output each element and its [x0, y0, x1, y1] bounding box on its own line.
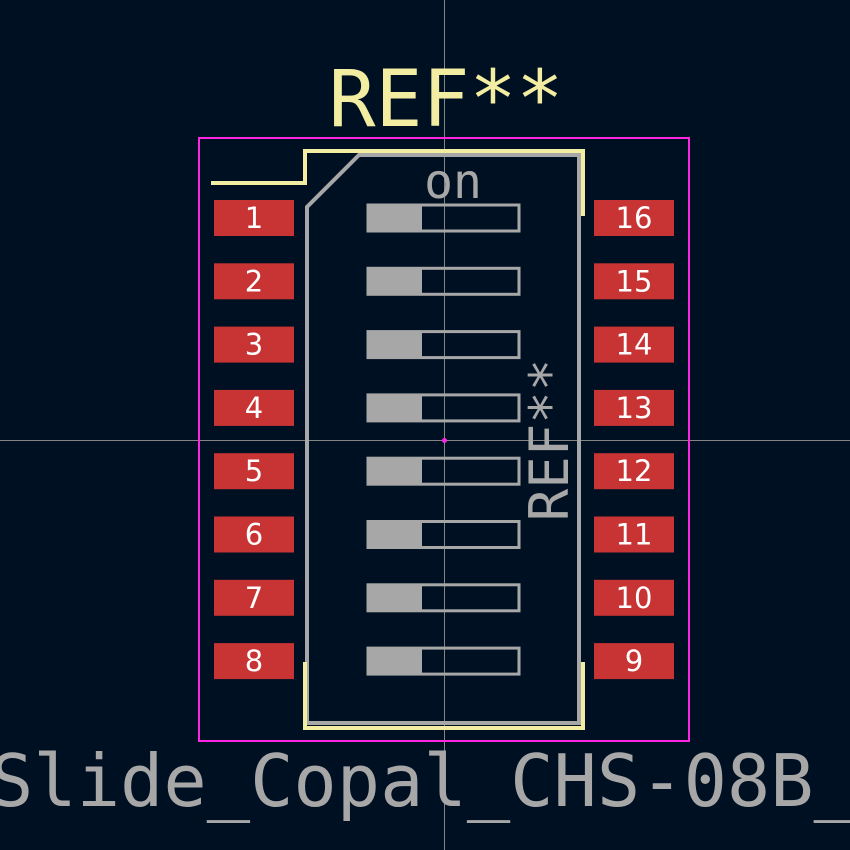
pad-rect	[214, 263, 294, 300]
pad-left[interactable]: 5	[214, 453, 294, 490]
pad-number: 4	[245, 391, 263, 425]
pad-left[interactable]: 3	[214, 326, 294, 363]
fab-body-outline	[305, 153, 581, 725]
switch-actuator	[366, 393, 521, 423]
switch-knob	[368, 648, 422, 675]
pad-rect	[214, 516, 294, 553]
reference-silkscreen: REF**	[329, 55, 564, 145]
anchor-marker	[442, 438, 447, 443]
pad-left[interactable]: 6	[214, 516, 294, 553]
pad-rect	[594, 453, 674, 490]
pad-number: 13	[616, 391, 653, 425]
pad-number: 6	[245, 518, 263, 552]
switch-knob	[368, 584, 422, 611]
switch-actuator	[366, 266, 521, 296]
switch-knob	[368, 331, 422, 358]
pad-rect	[214, 389, 294, 426]
pad-left[interactable]: 1	[214, 200, 294, 236]
switch-actuator	[366, 330, 521, 360]
reference-fabrication: REF**	[518, 359, 581, 522]
switch-on-label: on	[424, 154, 482, 210]
pad-left[interactable]: 2	[214, 263, 294, 300]
switch-knob	[368, 458, 422, 485]
pad-number: 5	[245, 454, 263, 488]
pad-right[interactable]: 11	[594, 516, 674, 553]
pad-rect	[594, 263, 674, 300]
pad-number: 9	[625, 644, 643, 678]
pad-left[interactable]: 4	[214, 389, 294, 426]
switch-actuator	[366, 456, 521, 486]
pad-rect	[214, 453, 294, 490]
pad-right[interactable]: 15	[594, 263, 674, 300]
pad-right[interactable]: 10	[594, 579, 674, 616]
pad-left[interactable]: 7	[214, 579, 294, 616]
footprint-value: Slide_Copal_CHS-08B_W	[0, 739, 850, 823]
pad-number: 2	[245, 264, 263, 298]
switch-actuator	[366, 583, 521, 613]
switch-knob	[368, 268, 422, 295]
switch-actuator	[366, 203, 521, 233]
pad-number: 14	[616, 328, 653, 362]
switch-knob	[368, 394, 422, 421]
pad-number: 10	[616, 581, 653, 615]
pad-rect	[594, 579, 674, 616]
pad-rect	[214, 326, 294, 363]
pad-rect	[594, 389, 674, 426]
pads: 1 16 2 15 3 14 4 13 5 12 6 11 7 10 8 9	[214, 200, 674, 680]
pad-number: 15	[616, 264, 653, 298]
pad-right[interactable]: 13	[594, 389, 674, 426]
pad-right[interactable]: 9	[594, 643, 674, 680]
switch-actuators	[366, 203, 521, 676]
pad-right[interactable]: 14	[594, 326, 674, 363]
pad-number: 7	[245, 581, 263, 615]
pad-number: 12	[616, 454, 653, 488]
switch-actuator	[366, 520, 521, 549]
pad-right[interactable]: 16	[594, 200, 674, 236]
pad-number: 8	[245, 644, 263, 678]
pad-rect	[214, 643, 294, 680]
pad-rect	[594, 516, 674, 553]
pad-rect	[214, 579, 294, 616]
pad-number: 3	[245, 328, 263, 362]
courtyard-outline	[198, 137, 690, 742]
switch-actuator	[366, 646, 521, 676]
pad-right[interactable]: 12	[594, 453, 674, 490]
pad-left[interactable]: 8	[214, 643, 294, 680]
pad-rect	[594, 326, 674, 363]
switch-knob	[368, 205, 422, 231]
pad-number: 1	[245, 201, 263, 235]
switch-knob	[368, 521, 422, 548]
pad-number: 11	[616, 518, 653, 552]
pad-rect	[594, 200, 674, 236]
silkscreen-outline	[211, 149, 585, 730]
pad-rect	[594, 643, 674, 680]
pad-number: 16	[616, 201, 653, 235]
pad-rect	[214, 200, 294, 236]
